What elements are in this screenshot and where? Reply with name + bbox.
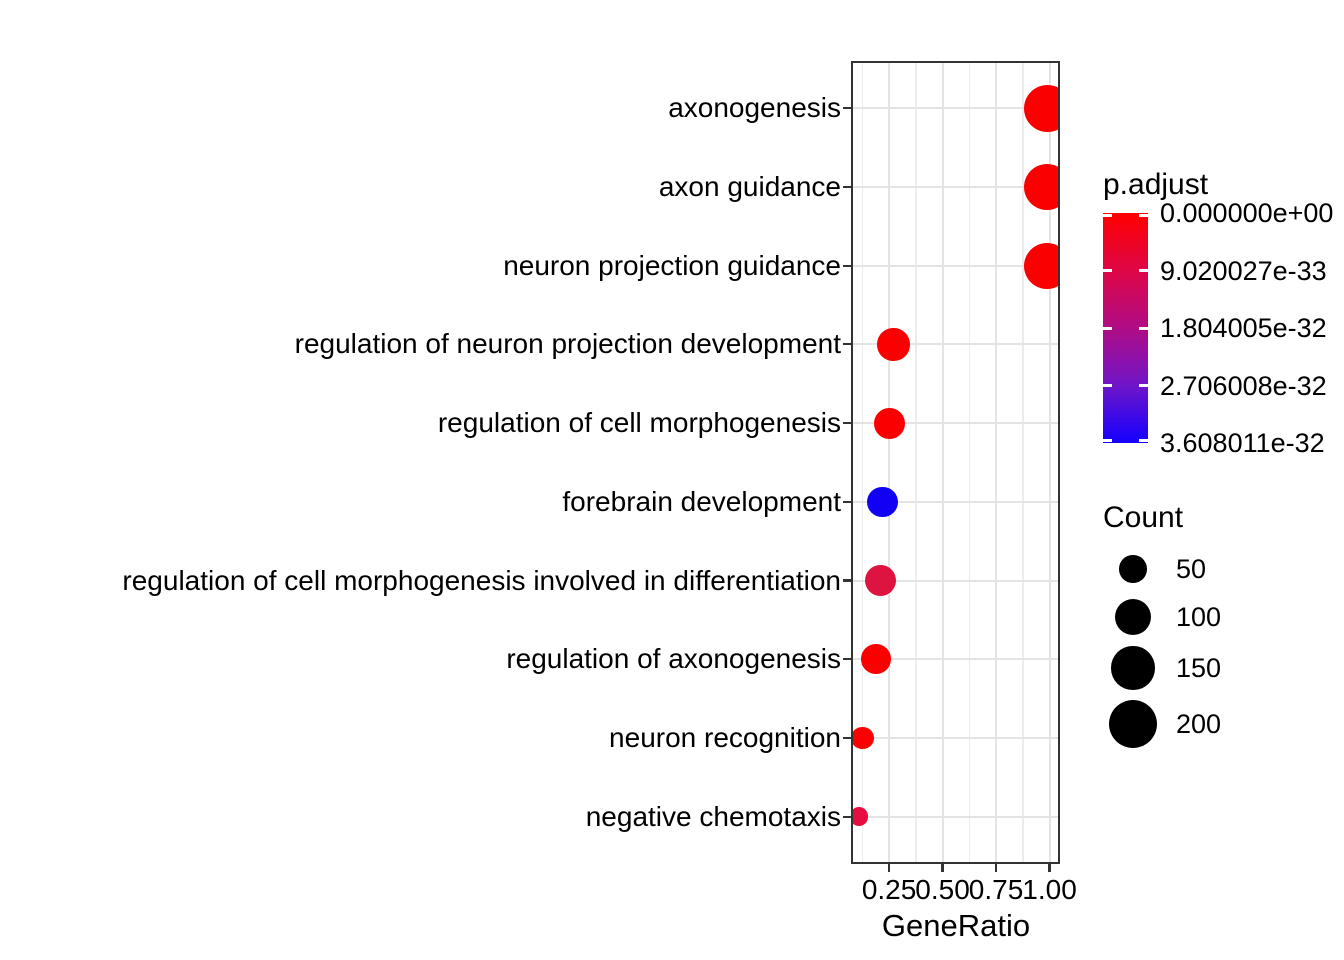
x-tick — [1048, 864, 1051, 872]
colorbar-tick — [1139, 214, 1148, 218]
count-legend-label: 150 — [1176, 653, 1222, 683]
gridline-major-y — [851, 107, 1060, 110]
gridline-major-x — [941, 61, 944, 864]
data-point — [851, 807, 869, 827]
gridline-major-x — [1048, 61, 1051, 864]
y-tick — [843, 579, 851, 582]
y-tick — [843, 736, 851, 740]
y-axis-label: neuron recognition — [609, 722, 841, 754]
padjust-tick-label: 0.000000e+00 — [1160, 198, 1334, 228]
legend-padjust-title: p.adjust — [1103, 168, 1209, 201]
y-axis-label: regulation of neuron projection developm… — [294, 328, 841, 360]
x-axis-title: GeneRatio — [881, 908, 1031, 943]
y-tick — [843, 422, 851, 425]
data-point — [1024, 163, 1060, 211]
gridline-major-y — [851, 185, 1060, 188]
padjust-colorbar — [1103, 213, 1148, 443]
count-legend-circle — [1114, 598, 1152, 636]
y-axis-label: regulation of cell morphogenesis involve… — [122, 564, 841, 596]
gridline-major-y — [851, 658, 1060, 661]
padjust-tick-label: 1.804005e-32 — [1160, 313, 1327, 343]
y-tick — [843, 815, 851, 818]
y-axis-label: forebrain development — [562, 485, 841, 517]
gridline-major-y — [851, 579, 1060, 582]
y-tick — [843, 343, 851, 346]
gridline-minor-x — [915, 61, 917, 864]
data-point — [873, 407, 905, 439]
y-tick — [843, 107, 851, 110]
x-tick — [941, 864, 944, 872]
gridline-major-y — [851, 500, 1060, 503]
colorbar-tick — [1103, 214, 1112, 218]
gridline-major-y — [851, 422, 1060, 425]
gridline-minor-x — [968, 61, 971, 864]
count-legend-circle — [1111, 646, 1155, 690]
y-tick — [843, 185, 851, 189]
x-tick-label: 0.75 — [968, 874, 1024, 905]
padjust-tick-label: 2.706008e-32 — [1160, 370, 1327, 401]
gridline-minor-x — [861, 61, 864, 864]
y-axis-label: axonogenesis — [668, 92, 841, 124]
gridline-major-y — [851, 343, 1060, 346]
y-axis-label: regulation of axonogenesis — [506, 643, 841, 675]
x-tick-label: 1.00 — [1022, 874, 1077, 905]
count-legend-label: 100 — [1176, 602, 1222, 632]
colorbar-tick — [1103, 269, 1112, 272]
gridline-major-x — [995, 61, 998, 864]
data-point — [861, 644, 892, 675]
gridline-major-y — [851, 737, 1060, 740]
data-point — [851, 726, 874, 750]
data-point — [864, 564, 897, 597]
colorbar-tick — [1139, 326, 1148, 330]
gridline-minor-x — [1022, 61, 1024, 864]
data-point — [877, 328, 910, 361]
data-point — [1024, 242, 1060, 289]
y-tick — [843, 264, 851, 267]
y-tick — [843, 658, 851, 661]
colorbar-tick — [1139, 438, 1148, 442]
data-point — [1023, 84, 1060, 132]
data-point — [867, 486, 898, 518]
gridline-major-y — [851, 815, 1060, 818]
x-tick-label: 0.25 — [861, 874, 917, 905]
x-tick — [994, 864, 998, 872]
gridline-major-y — [851, 264, 1060, 267]
colorbar-tick — [1139, 269, 1148, 272]
y-tick — [843, 500, 851, 503]
gridline-major-x — [888, 61, 891, 864]
padjust-tick-label: 9.020027e-33 — [1160, 255, 1327, 286]
y-axis-label: neuron projection guidance — [503, 249, 841, 281]
count-legend-circle — [1108, 699, 1158, 749]
y-axis-label: regulation of cell morphogenesis — [437, 407, 841, 439]
x-tick — [887, 864, 891, 872]
legend-count-title: Count — [1103, 501, 1184, 534]
count-legend-circle — [1119, 555, 1147, 583]
plot-panel — [851, 61, 1060, 864]
colorbar-tick — [1103, 438, 1112, 442]
x-tick-label: 0.50 — [915, 874, 970, 905]
colorbar-tick — [1103, 384, 1112, 387]
colorbar-tick — [1103, 326, 1112, 330]
padjust-tick-label: 3.608011e-32 — [1160, 428, 1325, 458]
colorbar-tick — [1139, 384, 1148, 387]
y-axis-label: axon guidance — [658, 170, 841, 202]
count-legend-label: 50 — [1176, 554, 1207, 584]
y-axis-label: negative chemotaxis — [585, 800, 841, 832]
count-legend-label: 200 — [1176, 709, 1222, 739]
